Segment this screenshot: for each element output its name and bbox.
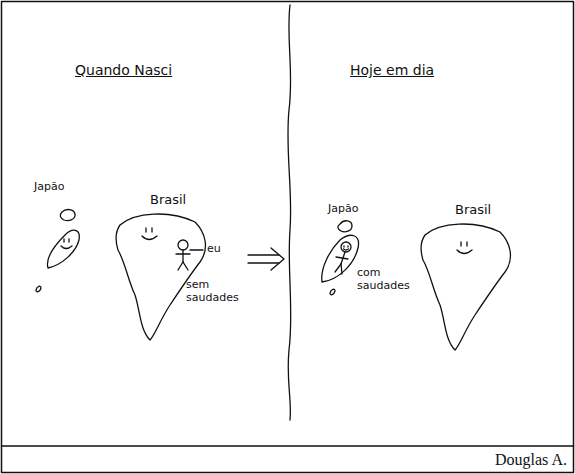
brazil-map — [116, 214, 205, 340]
caption-rule — [2, 445, 574, 447]
country-name: Japão — [328, 202, 358, 215]
country-name: Brasil — [455, 202, 491, 218]
feeling-note: com saudades — [357, 266, 419, 292]
panel-title: Hoje em dia — [350, 62, 434, 79]
person-label: eu — [207, 242, 221, 255]
stick-figure — [176, 240, 203, 270]
brazil-map — [421, 224, 510, 350]
country-name: Japão — [34, 180, 64, 193]
author-caption: Douglas A. — [495, 450, 567, 469]
stick-figure — [335, 242, 351, 274]
country-name: Brasil — [150, 192, 186, 208]
panel-title: Quando Nasci — [75, 62, 172, 79]
feeling-note: sem saudades — [186, 278, 248, 304]
double-arrow — [248, 248, 284, 270]
japan-map — [322, 221, 359, 295]
divider-line — [288, 5, 291, 420]
japan-map — [36, 210, 79, 292]
